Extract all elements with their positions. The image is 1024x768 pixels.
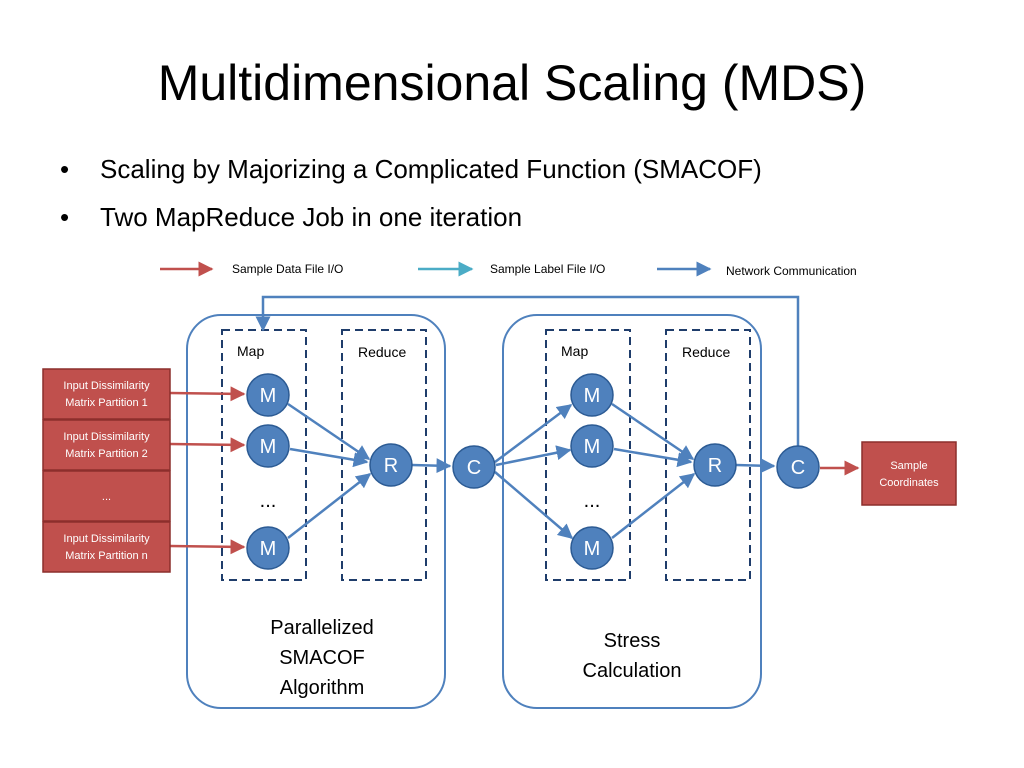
smacof-stage-frame xyxy=(186,314,446,709)
svg-text:...: ... xyxy=(102,491,111,503)
input-arrow-1 xyxy=(169,386,246,402)
edge-r2-c2 xyxy=(735,458,776,474)
legend-data-io-label: Sample Data File I/O xyxy=(232,262,343,276)
input-partition-2: Input Dissimilarity Matrix Partition 2 xyxy=(42,419,171,471)
map-label-2: Map xyxy=(561,343,588,359)
bullet-item: Two MapReduce Job in one iteration xyxy=(60,193,762,241)
slide-title: Multidimensional Scaling (MDS) xyxy=(157,55,867,111)
svg-text:M: M xyxy=(584,538,601,560)
svg-text:Input Dissimilarity: Input Dissimilarity xyxy=(63,431,150,443)
map-node: M xyxy=(570,526,614,570)
map-ellipsis: ... xyxy=(584,490,601,512)
svg-text:Parallelized: Parallelized xyxy=(270,617,373,639)
svg-text:M: M xyxy=(584,436,601,458)
edge-m1-r2 xyxy=(611,402,695,461)
input-partition-1: Input Dissimilarity Matrix Partition 1 xyxy=(42,368,171,420)
map-ellipsis: ... xyxy=(260,490,277,512)
edge-r1-c1 xyxy=(411,458,452,474)
svg-text:Sample: Sample xyxy=(890,460,927,472)
svg-text:R: R xyxy=(708,455,722,477)
map-node: M xyxy=(570,424,614,468)
svg-text:Coordinates: Coordinates xyxy=(879,477,939,489)
stress-stage-frame xyxy=(502,314,762,709)
svg-text:Input Dissimilarity: Input Dissimilarity xyxy=(63,533,150,545)
svg-text:C: C xyxy=(467,457,481,479)
edge-c1-m2 xyxy=(495,445,572,467)
legend-label-io-label: Sample Label File I/O xyxy=(490,262,605,276)
input-partition-ellipsis: ... xyxy=(42,470,171,522)
legend: Sample Data File I/O Sample Label File I… xyxy=(160,261,857,278)
bullet-list: Scaling by Majorizing a Complicated Func… xyxy=(60,145,762,241)
map-label-1: Map xyxy=(237,343,264,359)
svg-text:Algorithm: Algorithm xyxy=(280,677,364,699)
edge-m2-r2 xyxy=(613,447,693,468)
smacof-stage-caption: Parallelized SMACOF Algorithm xyxy=(270,617,373,699)
combine-node: C xyxy=(776,445,820,489)
reduce-group-2 xyxy=(665,329,751,581)
map-node: M xyxy=(570,373,614,417)
legend-network-label: Network Communication xyxy=(726,264,857,278)
input-arrow-n xyxy=(169,539,246,555)
svg-text:M: M xyxy=(260,385,277,407)
input-arrow-2 xyxy=(169,437,246,453)
svg-text:M: M xyxy=(260,436,277,458)
svg-text:Input Dissimilarity: Input Dissimilarity xyxy=(63,380,150,392)
svg-text:SMACOF: SMACOF xyxy=(279,647,365,669)
input-partition-n: Input Dissimilarity Matrix Partition n xyxy=(42,521,171,573)
svg-text:Calculation: Calculation xyxy=(583,660,682,682)
svg-text:Matrix Partition 2: Matrix Partition 2 xyxy=(65,448,148,460)
map-node: M xyxy=(246,424,290,468)
svg-text:Matrix Partition n: Matrix Partition n xyxy=(65,550,148,562)
bullet-item: Scaling by Majorizing a Complicated Func… xyxy=(60,145,762,193)
reduce-node: R xyxy=(369,443,413,487)
reduce-label-2: Reduce xyxy=(682,344,730,360)
svg-text:R: R xyxy=(384,455,398,477)
edge-mn-r1 xyxy=(287,473,372,539)
map-node: M xyxy=(246,373,290,417)
svg-text:Matrix Partition 1: Matrix Partition 1 xyxy=(65,397,148,409)
edge-c1-m1 xyxy=(494,404,573,463)
edge-m1-r1 xyxy=(287,402,371,461)
edge-c1-mn xyxy=(494,471,574,539)
svg-text:Stress: Stress xyxy=(604,630,661,652)
output-coordinates: Sample Coordinates xyxy=(861,441,957,506)
edge-mn-r2 xyxy=(611,473,696,539)
stress-stage-caption: Stress Calculation xyxy=(583,630,682,682)
reduce-group-1 xyxy=(341,329,427,581)
svg-text:C: C xyxy=(791,457,805,479)
svg-text:M: M xyxy=(260,538,277,560)
combine-node: C xyxy=(452,445,496,489)
map-node: M xyxy=(246,526,290,570)
feedback-arrow xyxy=(255,295,800,447)
svg-text:M: M xyxy=(584,385,601,407)
map-group-2 xyxy=(545,329,631,581)
reduce-node: R xyxy=(693,443,737,487)
reduce-label-1: Reduce xyxy=(358,344,406,360)
edge-m2-r1 xyxy=(289,447,369,468)
